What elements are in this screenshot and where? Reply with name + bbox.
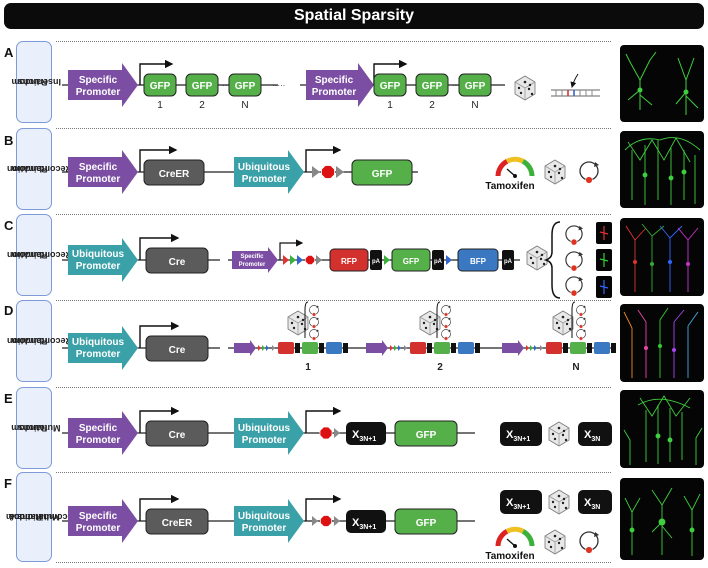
neuron-drawing-b: [624, 137, 701, 205]
svg-text:Promoter: Promoter: [76, 349, 121, 360]
row-letter-a: A: [4, 45, 14, 60]
dice-icon: [514, 75, 536, 101]
neuron-image-e: [620, 390, 704, 468]
svg-text:GFP: GFP: [380, 81, 401, 92]
svg-text:GFP: GFP: [416, 430, 437, 441]
neuron-drawing-e: [623, 395, 703, 465]
svg-text:Ubiquitous: Ubiquitous: [238, 511, 291, 522]
svg-text:Specific: Specific: [315, 75, 354, 86]
gfp-label: GFP: [150, 81, 171, 92]
row-letter-c: C: [4, 218, 14, 233]
svg-text:Specific: Specific: [79, 511, 118, 522]
svg-text:Promoter: Promoter: [242, 523, 287, 534]
cre-label: Cre: [169, 257, 186, 268]
svg-text:GFP: GFP: [416, 518, 437, 529]
svg-text:X3N: X3N: [584, 497, 600, 511]
svg-text:X3N: X3N: [584, 429, 600, 443]
svg-text:N: N: [241, 100, 248, 111]
svg-text:N: N: [471, 100, 478, 111]
svg-text:pA: pA: [504, 259, 513, 265]
creer-label: CreER: [159, 169, 190, 180]
neuron-drawing-d: [623, 307, 699, 378]
svg-text:GFP: GFP: [422, 81, 443, 92]
rfp-label: RFP: [341, 257, 358, 266]
dna-insertion-icon: [551, 73, 600, 97]
tamoxifen-label: Tamoxifen: [485, 181, 534, 192]
ubiquitous-promoter-label: Ubiquitous: [238, 162, 291, 173]
figure-title: Spatial Sparsity: [4, 3, 704, 29]
svg-text:Tamoxifen: Tamoxifen: [485, 551, 534, 562]
svg-text:CreER: CreER: [162, 518, 193, 529]
row-letter-f: F: [4, 476, 12, 491]
svg-text:2: 2: [437, 362, 443, 373]
row-letter-b: B: [4, 133, 14, 148]
svg-text:Ubiquitous: Ubiquitous: [72, 249, 125, 260]
svg-text:GFP: GFP: [403, 257, 420, 266]
svg-text:X3N+1: X3N+1: [506, 497, 530, 511]
svg-text:Cre: Cre: [169, 430, 186, 441]
svg-text:Promoter: Promoter: [239, 262, 266, 268]
svg-text:Promoter: Promoter: [76, 523, 121, 534]
svg-text:Specific: Specific: [79, 423, 118, 434]
svg-text:GFP: GFP: [192, 81, 213, 92]
svg-text:Promoter: Promoter: [76, 87, 121, 98]
svg-text:N: N: [572, 362, 579, 373]
bfp-label: BFP: [470, 257, 487, 266]
svg-text:GFP: GFP: [235, 81, 256, 92]
svg-text:Ubiquitous: Ubiquitous: [238, 423, 291, 434]
svg-text:2: 2: [199, 100, 205, 111]
svg-text:Specific: Specific: [240, 254, 264, 260]
svg-text:·····: ·····: [272, 81, 285, 90]
svg-text:2: 2: [429, 100, 435, 111]
svg-text:1: 1: [157, 100, 163, 111]
row-letter-d: D: [4, 303, 14, 318]
svg-text:X3N+1: X3N+1: [352, 517, 376, 531]
svg-text:Promoter: Promoter: [242, 174, 287, 185]
svg-text:Promoter: Promoter: [242, 435, 287, 446]
svg-text:Specific: Specific: [79, 162, 118, 173]
neuron-drawing-f: [624, 487, 701, 556]
tamoxifen-gauge-icon: [498, 159, 532, 178]
specific-promoter-label-a: Specific: [79, 75, 118, 86]
svg-text:X3N+1: X3N+1: [352, 429, 376, 443]
svg-text:GFP: GFP: [465, 81, 486, 92]
neuron-image-a: [620, 45, 704, 122]
svg-text:GFP: GFP: [372, 169, 393, 180]
recombination-circle-icon: [579, 161, 600, 185]
svg-text:1: 1: [305, 362, 311, 373]
neuron-drawing-c: [625, 223, 699, 292]
svg-text:X3N+1: X3N+1: [506, 429, 530, 443]
svg-text:Ubiquitous: Ubiquitous: [72, 337, 125, 348]
svg-text:Cre: Cre: [169, 345, 186, 356]
neuron-drawing-a: [625, 51, 699, 115]
row-letter-e: E: [4, 391, 13, 406]
svg-text:1: 1: [387, 100, 393, 111]
svg-text:pA: pA: [434, 259, 443, 265]
neuron-image-b: [620, 131, 704, 208]
svg-text:Promoter: Promoter: [76, 435, 121, 446]
svg-text:Promoter: Promoter: [312, 87, 357, 98]
svg-text:Promoter: Promoter: [76, 261, 121, 272]
neuron-image-c: [620, 218, 704, 296]
svg-text:Promoter: Promoter: [76, 174, 121, 185]
svg-text:pA: pA: [372, 259, 381, 265]
